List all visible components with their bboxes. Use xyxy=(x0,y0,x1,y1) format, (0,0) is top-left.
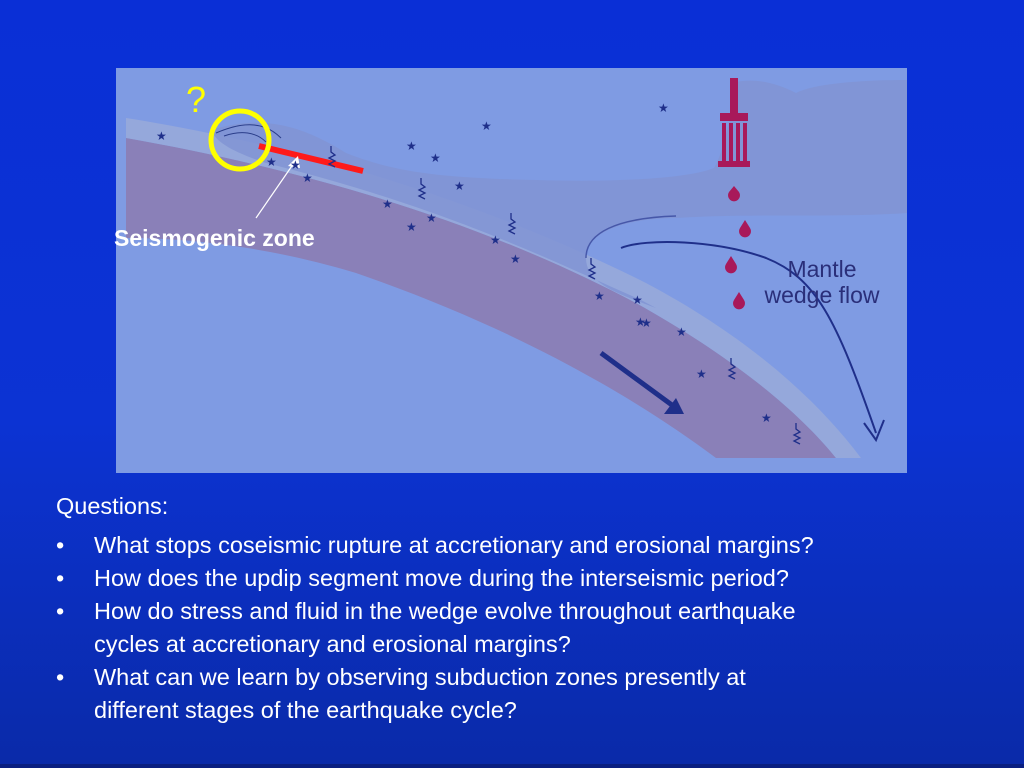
bullet-icon: • xyxy=(56,532,65,558)
seismogenic-zone-label: Seismogenic zone xyxy=(114,225,315,251)
volcano xyxy=(718,78,750,167)
svg-text:★: ★ xyxy=(761,411,772,425)
svg-text:★: ★ xyxy=(426,211,437,225)
question-line: cycles at accretionary and erosional mar… xyxy=(94,631,571,657)
question-item: • How does the updip segment move during… xyxy=(56,562,996,595)
svg-text:★: ★ xyxy=(454,179,465,193)
question-line: What stops coseismic rupture at accretio… xyxy=(94,532,814,558)
highlight-circle xyxy=(208,108,272,172)
footer-divider xyxy=(0,764,1024,768)
question-mark: ? xyxy=(186,79,207,120)
seismogenic-zone-bar xyxy=(258,143,364,174)
magma-drops xyxy=(725,186,751,310)
svg-text:★: ★ xyxy=(406,220,417,234)
svg-text:★: ★ xyxy=(632,293,643,307)
callout-arrowhead xyxy=(288,156,300,168)
svg-text:★: ★ xyxy=(635,315,646,329)
questions-heading: Questions: xyxy=(56,493,169,519)
callout-pointer xyxy=(255,159,297,219)
question-item: • What stops coseismic rupture at accret… xyxy=(56,529,996,562)
bullet-icon: • xyxy=(56,598,65,624)
question-line: How does the updip segment move during t… xyxy=(94,565,789,591)
mantle-label-line-2: wedge flow xyxy=(764,282,880,308)
svg-text:★: ★ xyxy=(266,155,277,169)
svg-text:★: ★ xyxy=(676,325,687,339)
mantle-flow-arrowhead xyxy=(863,419,885,443)
svg-text:★: ★ xyxy=(406,139,417,153)
svg-text:★: ★ xyxy=(290,158,301,172)
svg-text:★: ★ xyxy=(382,197,393,211)
questions-section: Questions: • What stops coseismic ruptur… xyxy=(56,490,996,727)
svg-text:★: ★ xyxy=(430,151,441,165)
wedge-upper-edge xyxy=(585,215,677,259)
slab-crust xyxy=(126,118,861,458)
svg-text:★: ★ xyxy=(696,367,707,381)
question-item: • How do stress and fluid in the wedge e… xyxy=(56,595,996,661)
question-line: What can we learn by observing subductio… xyxy=(94,664,746,690)
questions-list: • What stops coseismic rupture at accret… xyxy=(56,529,996,727)
question-item: • What can we learn by observing subduct… xyxy=(56,661,996,727)
subducting-plate-mantle xyxy=(126,138,836,458)
svg-text:★: ★ xyxy=(490,233,501,247)
bullet-icon: • xyxy=(56,664,65,690)
subduction-direction-arrow xyxy=(599,350,678,411)
mantle-wedge-flow-line xyxy=(620,241,877,434)
svg-text:★: ★ xyxy=(481,119,492,133)
mantle-wedge-flow-label: Mantle wedge flow xyxy=(752,256,892,308)
accretionary-wedge xyxy=(215,124,282,143)
earthquake-stars: ★★★ ★★★ ★★★ ★★★ ★★★ ★★★ ★★★ xyxy=(156,101,772,425)
seismic-wave-icons xyxy=(327,146,802,445)
svg-text:★: ★ xyxy=(302,171,313,185)
bullet-icon: • xyxy=(56,565,65,591)
question-line: different stages of the earthquake cycle… xyxy=(94,697,517,723)
svg-text:★: ★ xyxy=(510,252,521,266)
mantle-label-line-1: Mantle xyxy=(787,256,857,282)
svg-text:★: ★ xyxy=(641,316,652,330)
subduction-arrowhead xyxy=(664,398,684,414)
subduction-zone-diagram: ★★★ ★★★ ★★★ ★★★ ★★★ ★★★ ★★★ xyxy=(116,68,907,473)
svg-text:★: ★ xyxy=(156,129,167,143)
svg-text:★: ★ xyxy=(594,289,605,303)
svg-text:★: ★ xyxy=(658,101,669,115)
question-line: How do stress and fluid in the wedge evo… xyxy=(94,598,796,624)
